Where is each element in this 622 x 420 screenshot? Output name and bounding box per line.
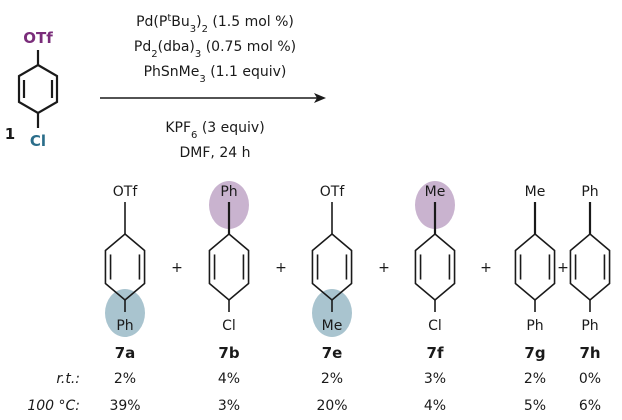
product-7f-top-group: Me bbox=[425, 184, 446, 200]
compound-7b-label: 7b bbox=[218, 344, 239, 362]
product-7f-bottom-group: Cl bbox=[428, 318, 442, 334]
yield-rt-7h: 0% bbox=[579, 371, 601, 387]
plus-sign-5: + bbox=[557, 260, 569, 276]
yield-100c-7f: 4% bbox=[424, 398, 446, 414]
yield-rt-7b: 4% bbox=[218, 371, 240, 387]
plus-signs: + + + + + bbox=[171, 260, 569, 276]
condition-additive: KPF6 (3 equiv) bbox=[165, 120, 264, 141]
compound-7h-label: 7h bbox=[579, 344, 600, 362]
yield-100c-7h: 6% bbox=[579, 398, 601, 414]
product-7a-bottom-group: Ph bbox=[116, 318, 133, 334]
yield-100c-7e: 20% bbox=[316, 398, 347, 414]
product-7b-top-group: Ph bbox=[220, 184, 237, 200]
yield-table: r.t.: 100 °C: 2% 4% 2% 3% 2% 0% 39% 3% 20% 4% 5% 6% bbox=[27, 371, 601, 414]
yield-rt-7a: 2% bbox=[114, 371, 136, 387]
yield-rt-7g: 2% bbox=[524, 371, 546, 387]
reactant-number: 1 bbox=[5, 125, 15, 143]
yield-rt-7e: 2% bbox=[321, 371, 343, 387]
plus-sign-2: + bbox=[275, 260, 287, 276]
yield-rt-7f: 3% bbox=[424, 371, 446, 387]
highlight-7a bbox=[105, 289, 145, 337]
product-7g-bottom-group: Ph bbox=[526, 318, 543, 334]
product-7h-top-group: Ph bbox=[581, 184, 598, 200]
condition-reagent: PhSnMe3 (1.1 equiv) bbox=[144, 64, 287, 85]
product-7a-top-group: OTf bbox=[113, 184, 139, 200]
product-7b-bottom-group: Cl bbox=[222, 318, 236, 334]
plus-sign-1: + bbox=[171, 260, 183, 276]
yield-100c-7g: 5% bbox=[524, 398, 546, 414]
reactant-cl-label: Cl bbox=[30, 132, 46, 150]
yield-100c-7a: 39% bbox=[109, 398, 140, 414]
arrow-head bbox=[314, 93, 326, 103]
plus-sign-3: + bbox=[378, 260, 390, 276]
product-7e-top-group: OTf bbox=[320, 184, 346, 200]
highlight-7e bbox=[312, 289, 352, 337]
yield-100c-7b: 3% bbox=[218, 398, 240, 414]
compound-7f-label: 7f bbox=[427, 344, 444, 362]
row-label-rt: r.t.: bbox=[56, 371, 80, 387]
row-label-100c: 100 °C: bbox=[27, 398, 80, 414]
product-7h-bottom-group: Ph bbox=[581, 318, 598, 334]
product-7e-bottom-group: Me bbox=[322, 318, 343, 334]
compound-7g-label: 7g bbox=[524, 344, 545, 362]
compound-7e-label: 7e bbox=[322, 344, 343, 362]
condition-catalyst-2: Pd2(dba)3 (0.75 mol %) bbox=[134, 39, 296, 60]
reactant-otf-label: OTf bbox=[23, 29, 53, 47]
plus-sign-4: + bbox=[480, 260, 492, 276]
product-7g-top-group: Me bbox=[525, 184, 546, 200]
condition-catalyst-1: Pd(PtBu3)2 (1.5 mol %) bbox=[136, 13, 294, 35]
compound-7a-label: 7a bbox=[115, 344, 136, 362]
reaction-conditions: Pd(PtBu3)2 (1.5 mol %) Pd2(dba)3 (0.75 m… bbox=[100, 13, 326, 161]
condition-solvent-time: DMF, 24 h bbox=[180, 145, 251, 161]
reactant-1: OTf Cl 1 bbox=[5, 29, 59, 150]
